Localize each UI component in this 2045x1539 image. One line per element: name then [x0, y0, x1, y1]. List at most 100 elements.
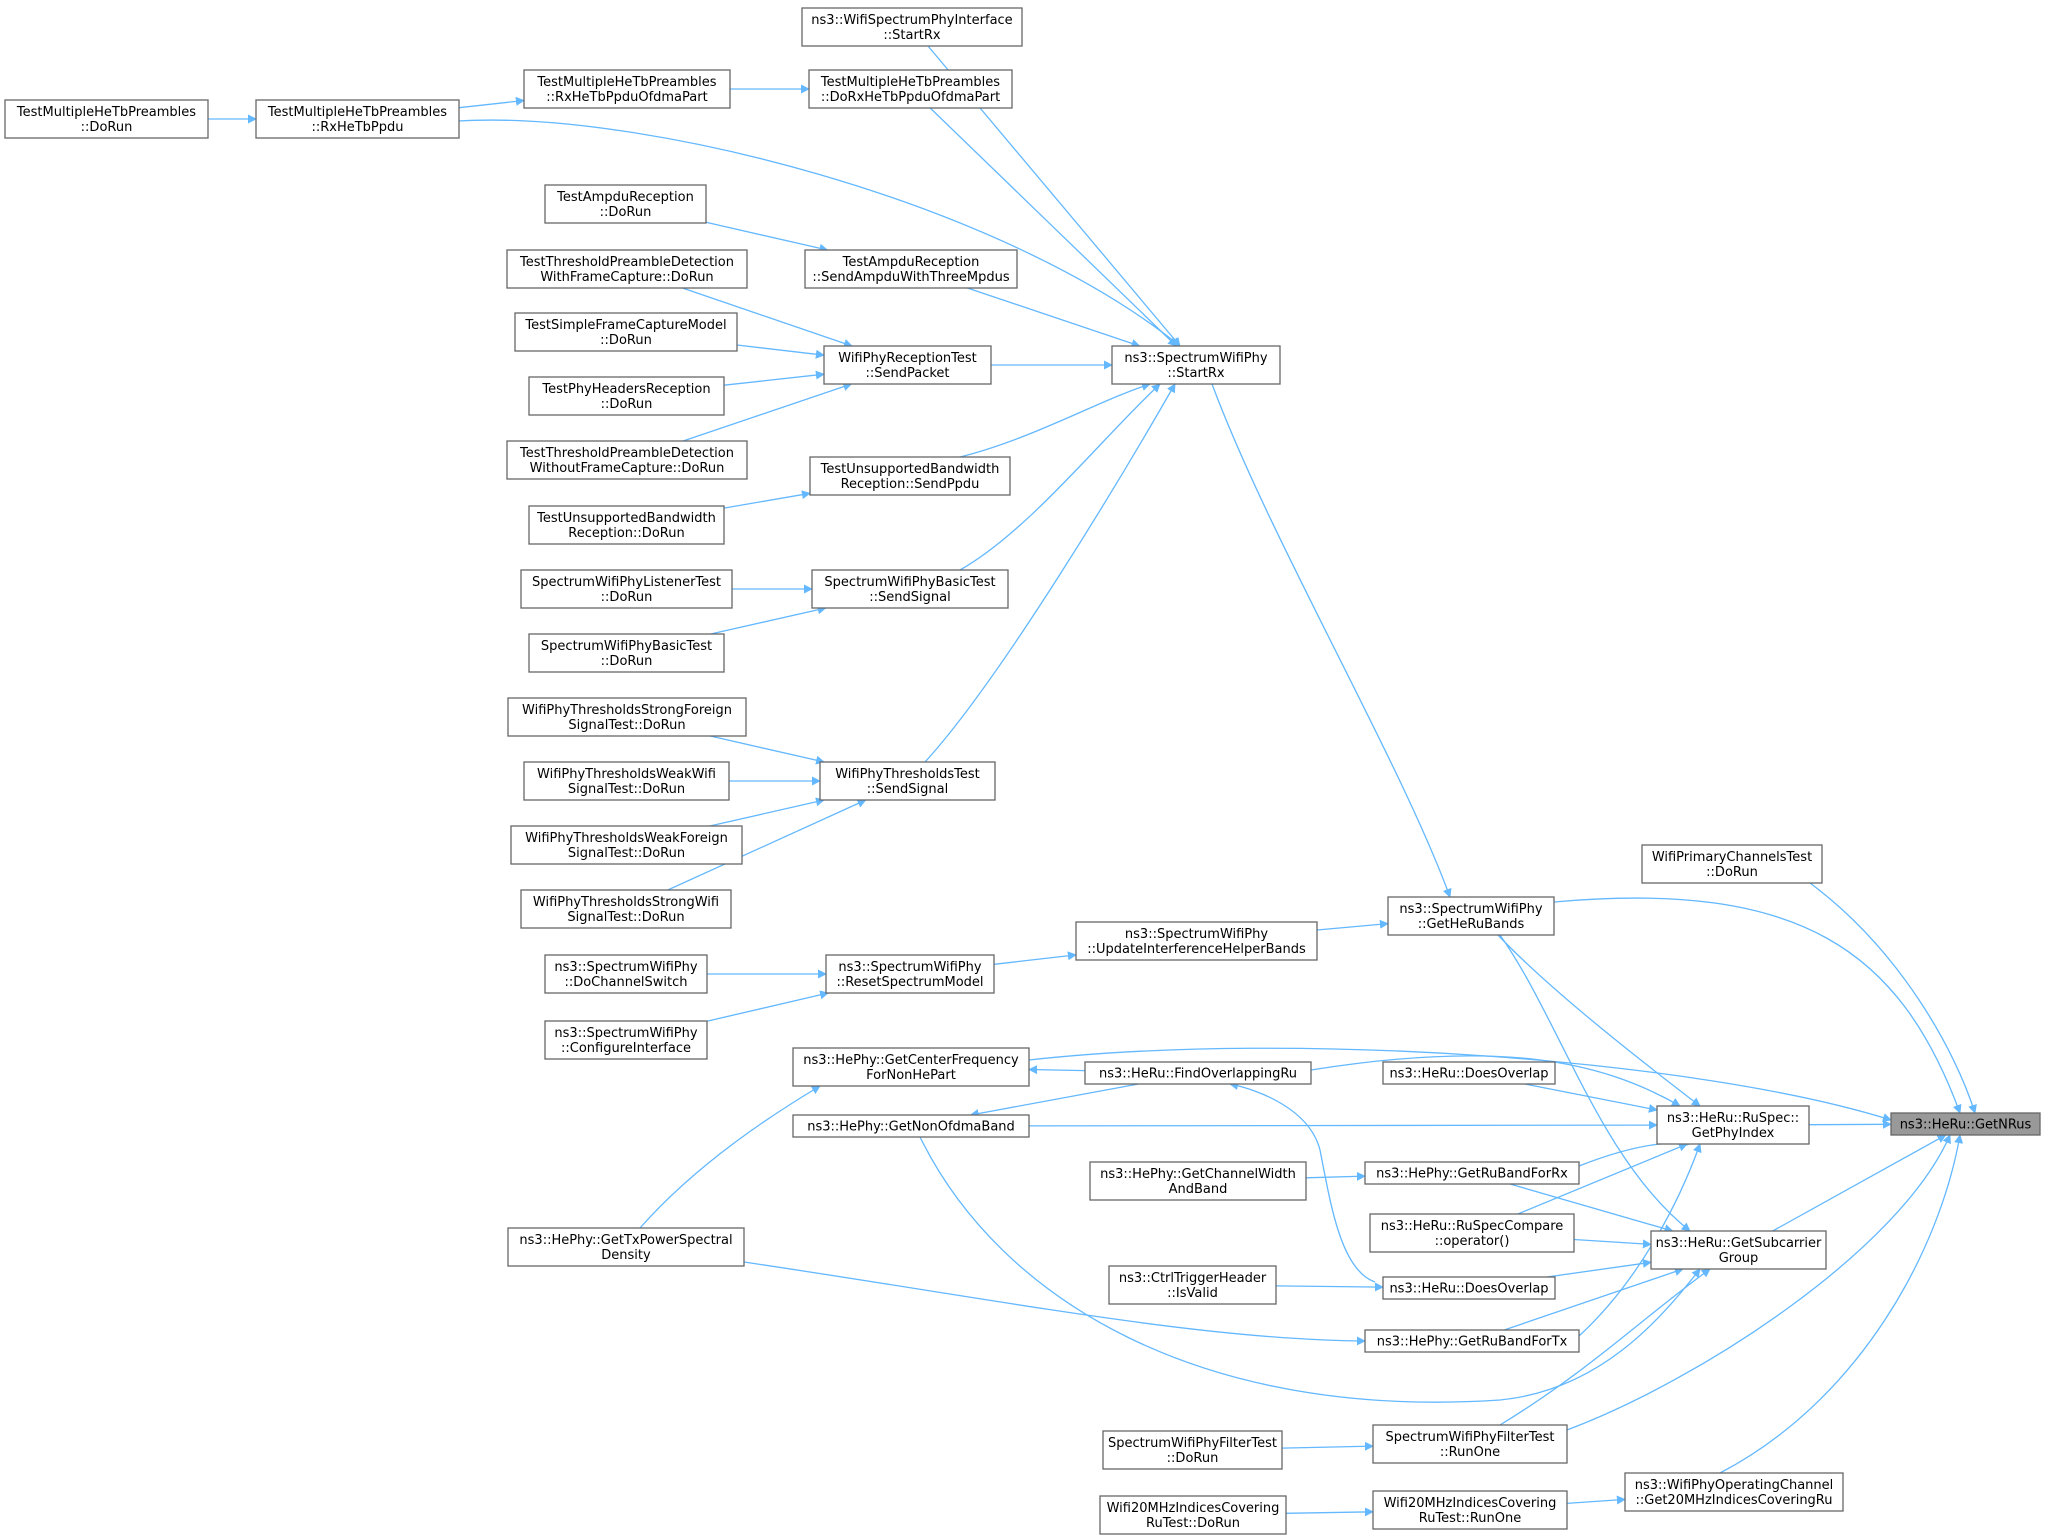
graph-node-n5[interactable]: TestMultipleHeTbPreambles::RxHeTbPpdu — [255, 99, 460, 139]
node-label-line: WifiPhyThresholdsTest — [835, 767, 980, 782]
edge-n31-n35 — [969, 1083, 1139, 1118]
edge-n24-n34 — [1809, 882, 1977, 1114]
edge-n46-n47 — [1285, 1507, 1374, 1517]
graph-node-n42[interactable]: ns3::HeRu::DoesOverlap — [1382, 1276, 1556, 1300]
node-box — [506, 440, 748, 480]
graph-node-n21[interactable]: WifiPhyThresholdsTest::SendSignal — [819, 761, 996, 801]
node-label-line: ::RunOne — [1440, 1445, 1500, 1460]
edge-n21-n11 — [924, 383, 1176, 763]
graph-node-n43[interactable]: ns3::HePhy::GetRuBandForTx — [1364, 1329, 1580, 1353]
node-label-line: SignalTest::DoRun — [568, 782, 685, 797]
graph-node-n22[interactable]: WifiPhyThresholdsWeakForeignSignalTest::… — [510, 825, 743, 865]
graph-node-n37[interactable]: ns3::HePhy::GetRuBandForRx — [1364, 1161, 1580, 1185]
graph-node-n26[interactable]: ns3::SpectrumWifiPhy::UpdateInterference… — [1075, 921, 1318, 961]
node-box — [528, 376, 725, 416]
graph-node-n6[interactable]: TestAmpduReception::DoRun — [544, 184, 707, 224]
graph-node-n4[interactable]: TestMultipleHeTbPreambles::DoRun — [4, 99, 209, 139]
graph-node-n17[interactable]: SpectrumWifiPhyBasicTest::SendSignal — [811, 569, 1009, 609]
edge-n31-n30 — [1028, 1065, 1086, 1075]
edge-n38-n33 — [1517, 1142, 1688, 1215]
node-label-line: ns3::WifiSpectrumPhyInterface — [811, 13, 1012, 28]
node-label-line: ns3::HeRu::DoesOverlap — [1389, 1282, 1548, 1297]
graph-node-n8[interactable]: TestAmpduReception::SendAmpduWithThreeMp… — [804, 249, 1018, 289]
node-label-line: TestPhyHeadersReception — [541, 382, 710, 397]
graph-node-n14[interactable]: TestUnsupportedBandwidthReception::SendP… — [809, 456, 1011, 496]
graph-node-n27[interactable]: ns3::SpectrumWifiPhy::DoChannelSwitch — [544, 954, 708, 994]
node-label-line: ns3::HePhy::GetTxPowerSpectral — [519, 1233, 732, 1248]
node-label-line: ::DoRun — [601, 590, 653, 605]
graph-node-n24[interactable]: WifiPrimaryChannelsTest::DoRun — [1641, 844, 1823, 884]
graph-node-n44[interactable]: SpectrumWifiPhyFilterTest::DoRun — [1102, 1430, 1283, 1470]
graph-node-n29[interactable]: ns3::SpectrumWifiPhy::ConfigureInterface — [544, 1020, 708, 1060]
node-label-line: ::StartRx — [1167, 366, 1225, 381]
node-label-line: ns3::HePhy::GetChannelWidth — [1100, 1167, 1296, 1182]
node-label-line: WithFrameCapture::DoRun — [540, 270, 713, 285]
graph-node-n34[interactable]: ns3::HeRu::GetNRus — [1890, 1112, 2041, 1136]
node-label-line: TestMultipleHeTbPreambles — [267, 105, 447, 120]
node-label-line: ForNonHePart — [866, 1068, 956, 1083]
edge-n13-n10 — [682, 382, 853, 442]
graph-node-n33[interactable]: ns3::HeRu::RuSpec::GetPhyIndex — [1656, 1105, 1810, 1145]
node-box — [520, 889, 732, 929]
node-label-line: ns3::HePhy::GetCenterFrequency — [803, 1053, 1019, 1068]
graph-node-n1[interactable]: ns3::WifiSpectrumPhyInterface::StartRx — [801, 7, 1023, 47]
graph-node-n48[interactable]: ns3::WifiPhyOperatingChannel::Get20MHzIn… — [1624, 1472, 1844, 1512]
node-label-line: ::SendSignal — [869, 590, 950, 605]
graph-node-n9[interactable]: TestSimpleFrameCaptureModel::DoRun — [514, 312, 738, 352]
graph-node-n13[interactable]: TestThresholdPreambleDetectionWithoutFra… — [506, 440, 748, 480]
edge-n28-n26 — [993, 951, 1077, 965]
node-label-line: TestThresholdPreambleDetection — [519, 255, 734, 270]
graph-node-n19[interactable]: WifiPhyThresholdsStrongForeignSignalTest… — [507, 697, 747, 737]
node-label-line: TestMultipleHeTbPreambles — [536, 75, 716, 90]
node-box — [811, 569, 1009, 609]
graph-node-n23[interactable]: WifiPhyThresholdsStrongWifiSignalTest::D… — [520, 889, 732, 929]
graph-node-n30[interactable]: ns3::HePhy::GetCenterFrequencyForNonHePa… — [792, 1047, 1030, 1087]
graph-node-n18[interactable]: SpectrumWifiPhyBasicTest::DoRun — [528, 633, 725, 673]
node-box — [544, 184, 707, 224]
node-label-line: ns3::CtrlTriggerHeader — [1119, 1271, 1267, 1286]
graph-node-n2[interactable]: TestMultipleHeTbPreambles::RxHeTbPpduOfd… — [523, 69, 731, 109]
node-box — [1624, 1472, 1844, 1512]
node-box — [1372, 1490, 1568, 1530]
graph-node-n41[interactable]: ns3::CtrlTriggerHeader::IsValid — [1108, 1265, 1277, 1305]
node-label-line: SpectrumWifiPhyListenerTest — [532, 575, 721, 590]
graph-node-n25[interactable]: ns3::SpectrumWifiPhy::GetHeRuBands — [1387, 896, 1555, 936]
node-label-line: WifiPhyReceptionTest — [838, 351, 977, 366]
edge-n19-n21 — [710, 735, 826, 765]
edge-n40-n43 — [743, 1261, 1366, 1346]
graph-node-n45[interactable]: SpectrumWifiPhyFilterTest::RunOne — [1372, 1424, 1568, 1464]
graph-node-n12[interactable]: TestPhyHeadersReception::DoRun — [528, 376, 725, 416]
node-box — [506, 249, 748, 289]
edge-n29-n28 — [706, 990, 830, 1022]
edge-n5-n11 — [458, 119, 1181, 347]
graph-node-n20[interactable]: WifiPhyThresholdsWeakWifiSignalTest::DoR… — [523, 761, 730, 801]
graph-node-n32[interactable]: ns3::HeRu::DoesOverlap — [1382, 1061, 1556, 1085]
edge-n48-n34 — [1719, 1134, 1964, 1474]
graph-node-n28[interactable]: ns3::SpectrumWifiPhy::ResetSpectrumModel — [825, 954, 995, 994]
node-label-line: WithoutFrameCapture::DoRun — [530, 461, 725, 476]
node-label-line: ::UpdateInterferenceHelperBands — [1087, 942, 1306, 957]
node-label-line: ns3::SpectrumWifiPhy — [1124, 351, 1267, 366]
node-box — [1084, 1061, 1312, 1085]
node-box — [544, 954, 708, 994]
edge-n25-n39 — [1499, 934, 1691, 1232]
graph-node-n38[interactable]: ns3::HeRu::RuSpecCompare::operator() — [1369, 1213, 1575, 1253]
edge-n18-n17 — [710, 605, 827, 635]
graph-node-n7[interactable]: TestThresholdPreambleDetectionWithFrameC… — [506, 249, 748, 289]
node-label-line: TestSimpleFrameCaptureModel — [524, 318, 726, 333]
graph-node-n10[interactable]: WifiPhyReceptionTest::SendPacket — [823, 345, 992, 385]
node-box — [1372, 1424, 1568, 1464]
node-label-line: WifiPhyThresholdsWeakForeign — [525, 831, 728, 846]
graph-node-n31[interactable]: ns3::HeRu::FindOverlappingRu — [1084, 1061, 1312, 1085]
graph-node-n11[interactable]: ns3::SpectrumWifiPhy::StartRx — [1111, 345, 1281, 385]
graph-node-n3[interactable]: TestMultipleHeTbPreambles::DoRxHeTbPpduO… — [808, 69, 1013, 109]
graph-node-n16[interactable]: SpectrumWifiPhyListenerTest::DoRun — [520, 569, 733, 609]
graph-node-n35[interactable]: ns3::HePhy::GetNonOfdmaBand — [792, 1114, 1030, 1138]
